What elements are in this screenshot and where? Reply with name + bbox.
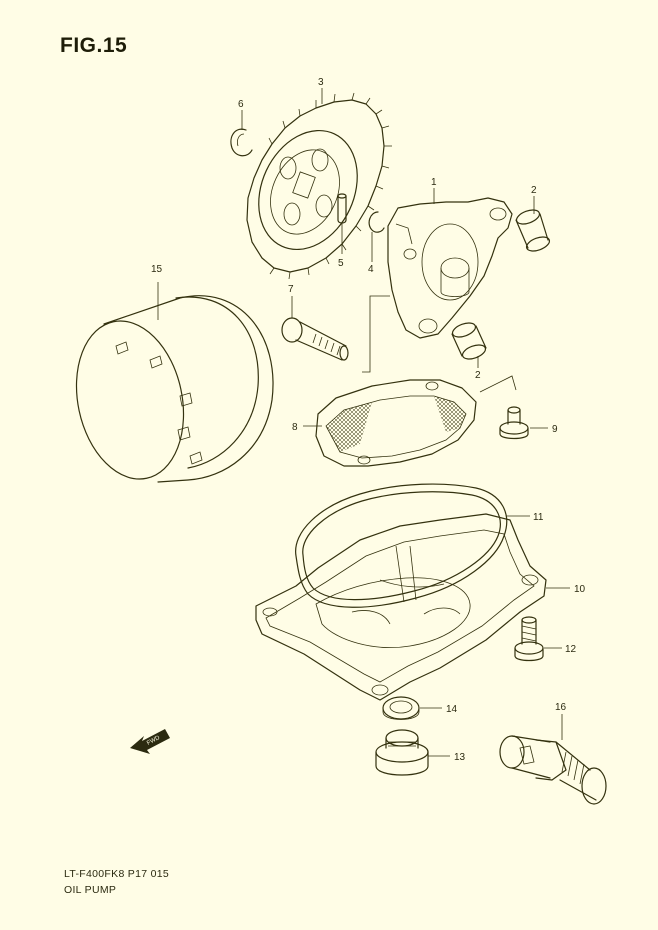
callout-6: 6 [238,99,244,110]
diagram-name: OIL PUMP [64,884,117,896]
callout-9: 9 [552,424,558,435]
callout-5: 5 [338,258,344,269]
callout-11: 11 [533,512,544,523]
circlip-part-6 [230,128,253,157]
callout-2-lower: 2 [475,370,481,381]
figure-title: FIG.15 [60,34,128,57]
oil-pump-body-part-1 [387,197,513,339]
callout-10: 10 [574,584,586,595]
dowel-pin-part-2-lower [451,322,487,360]
leader-lines [157,88,570,757]
drain-plug-part-13 [375,729,429,776]
circlip-part-4 [368,211,385,233]
callout-7: 7 [288,284,294,295]
bolt-part-9 [499,406,529,440]
callout-3: 3 [318,77,324,88]
callout-15: 15 [151,264,163,275]
gasket-part-14 [382,696,420,720]
oil-filter-part-15 [75,295,274,483]
callout-12: 12 [565,644,577,655]
fwd-arrow-icon: FWD [130,729,170,754]
callout-1: 1 [431,177,437,188]
o-ring-part-11 [295,483,508,608]
callout-16: 16 [555,702,567,713]
dowel-pin-part-2-upper [515,209,551,252]
callout-8: 8 [292,422,298,433]
callout-13: 13 [454,752,466,763]
bolt-part-12 [514,616,544,662]
diagram-code: LT-F400FK8 P17 015 [64,868,170,880]
oil-pan-part-10 [255,513,547,701]
callout-4: 4 [368,264,374,275]
callout-2-upper: 2 [531,185,537,196]
callout-14: 14 [446,704,458,715]
bolt-part-7 [281,317,349,361]
oil-strainer-part-8 [315,379,477,467]
driven-gear-part-3 [246,92,392,280]
callout-numbers: 3 6 1 2 5 4 15 7 2 8 9 11 10 12 14 16 13 [151,77,586,763]
oil-sensor-part-16 [499,735,607,805]
